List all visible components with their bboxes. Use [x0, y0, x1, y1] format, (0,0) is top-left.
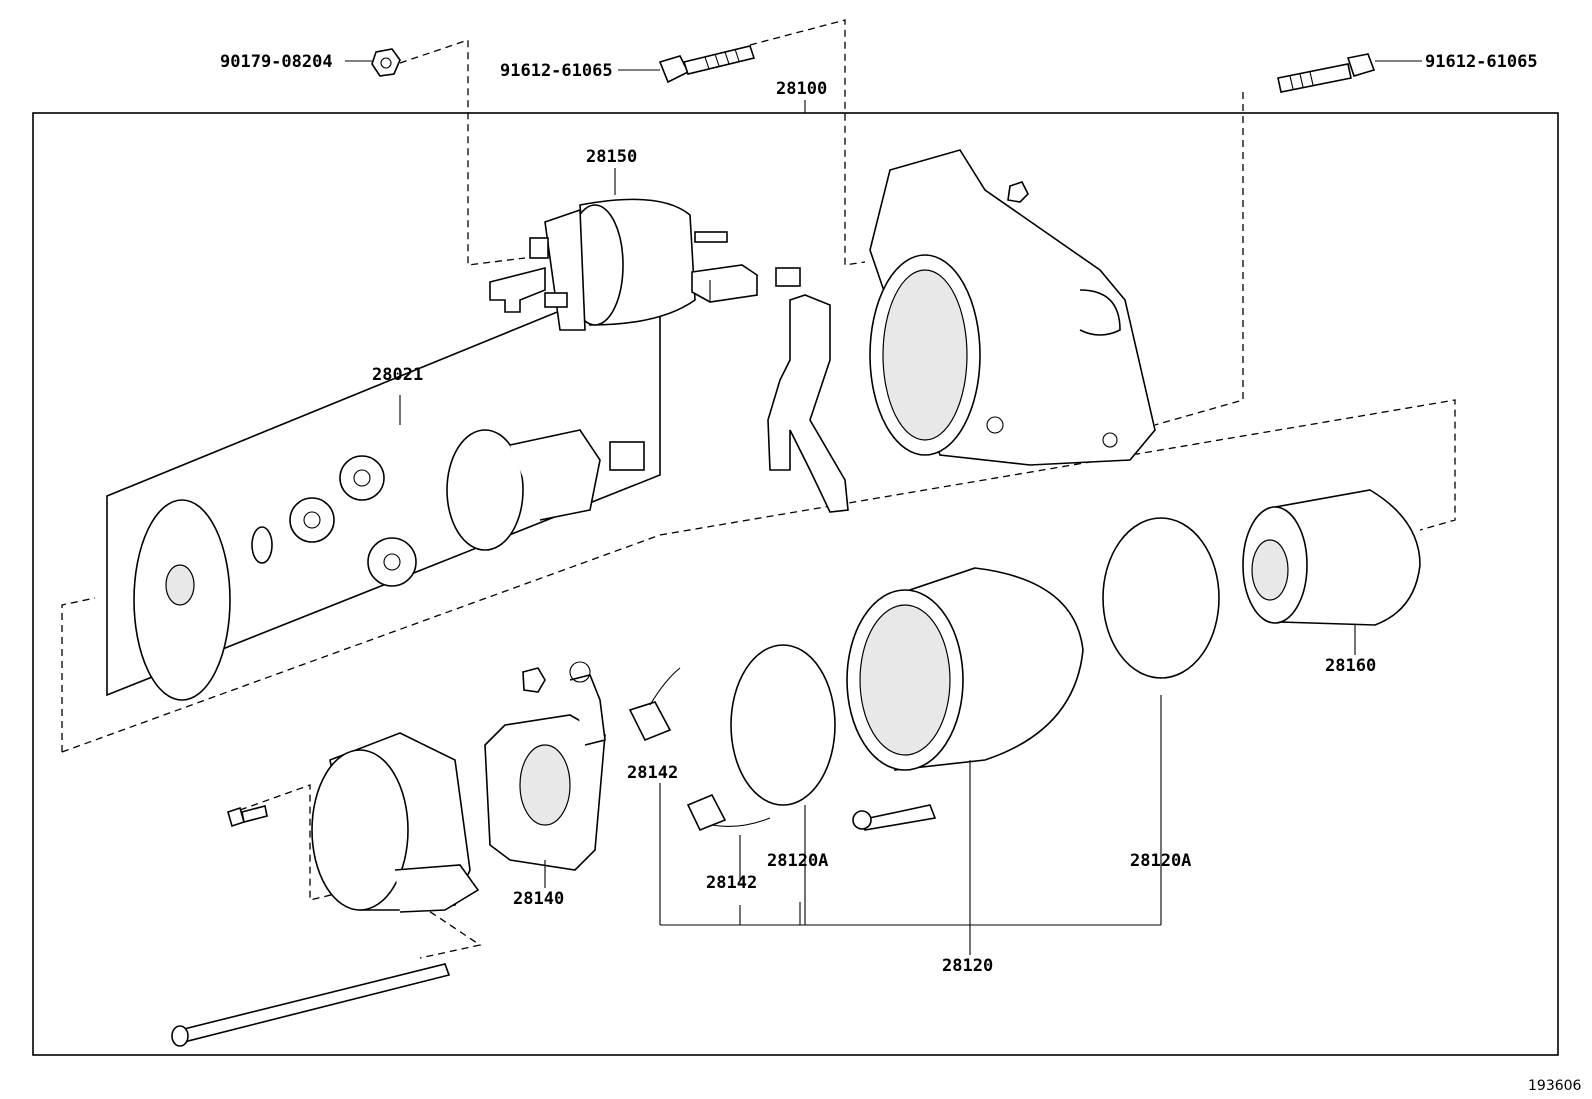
drive-housing: [869, 149, 1156, 466]
planetary-kit-box: [106, 268, 661, 697]
yoke-assembly: [846, 567, 1084, 955]
assembly-frame: [32, 112, 1559, 1056]
brush-holder: [484, 661, 606, 888]
dashed-guides: [61, 19, 1456, 959]
label-clutch-assy: 28160: [1325, 656, 1376, 676]
label-oring-left: 28120A: [767, 851, 828, 871]
label-nut-top-left: 90179-08204: [220, 52, 333, 72]
label-oring-right: 28120A: [1130, 851, 1191, 871]
label-brush-holder: 28140: [513, 889, 564, 909]
oring-left: [730, 644, 836, 806]
magnetic-switch: [489, 168, 728, 331]
nut-90179: [345, 48, 401, 77]
figure-number: 193606: [1528, 1078, 1582, 1094]
starter-clutch: [1242, 489, 1421, 655]
label-bolt-top-right: 91612-61065: [1425, 52, 1538, 72]
commutator-end-cover: [311, 732, 480, 913]
leader-lines: [659, 695, 1162, 926]
label-bolt-top-center: 91612-61065: [500, 61, 613, 81]
label-magnetic-switch: 28150: [586, 147, 637, 167]
planetary-kit-parts: [133, 429, 645, 701]
label-brush-lower: 28142: [706, 873, 757, 893]
bolt-91612-center: [618, 45, 756, 84]
rubber-block: [691, 264, 758, 303]
through-bolt: [171, 963, 451, 1047]
bolt-91612-right: [1277, 53, 1422, 93]
label-brush-upper: 28142: [627, 763, 678, 783]
screw-small: [227, 805, 268, 828]
shift-lever: [767, 267, 849, 513]
oring-right: [1102, 517, 1220, 679]
brushes: [628, 667, 771, 832]
label-planetary-kit: 28021: [372, 365, 423, 385]
label-yoke-assy: 28120: [942, 956, 993, 976]
label-housing-assy: 28100: [776, 79, 827, 99]
